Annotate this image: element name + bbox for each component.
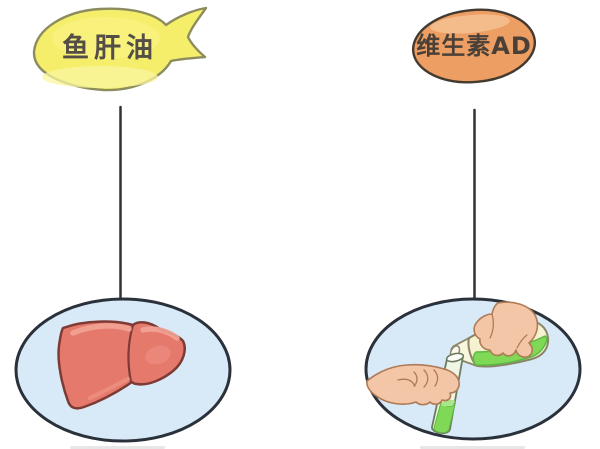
vitamin-egg-capsule: 维生素AD xyxy=(411,8,537,84)
fish-belly-highlight xyxy=(42,66,158,88)
liver-left-lobe-highlight xyxy=(70,323,132,336)
left-result-bubble xyxy=(14,297,232,443)
right-hand-shape xyxy=(473,301,539,358)
fish-capsule: 鱼肝油 xyxy=(32,6,208,92)
right-hand-finger-crease xyxy=(516,334,528,349)
liver-lobe-crease-line xyxy=(127,323,135,384)
egg-top-highlight xyxy=(430,14,510,34)
right-cropped-caption-hint xyxy=(420,446,525,449)
left-hand xyxy=(366,363,460,406)
left-hand-knuckle-line-2 xyxy=(423,369,429,388)
left-hand-shape xyxy=(366,363,460,406)
left-cropped-caption-hint xyxy=(70,446,165,449)
tube-rim xyxy=(445,352,465,363)
egg-capsule-label: 维生素AD xyxy=(416,32,532,60)
liver-body xyxy=(57,320,186,410)
pouring-medicine-icon xyxy=(366,301,550,434)
left-hand-thumb-line xyxy=(397,378,416,387)
right-result-bubble xyxy=(364,297,582,441)
fish-capsule-label: 鱼肝油 xyxy=(62,33,158,64)
left-hand-knuckle-line-3 xyxy=(433,369,439,387)
fish-center-highlight xyxy=(52,17,160,59)
liver-bottom-rim-highlight xyxy=(88,377,130,400)
liver-icon xyxy=(57,320,186,410)
right-hand-thumb-line xyxy=(489,313,494,339)
tube-liquid-surface xyxy=(441,399,455,407)
liver-right-lobe-highlight xyxy=(140,326,180,341)
right-hand xyxy=(473,301,539,358)
liver-sheen-patch xyxy=(145,345,171,365)
